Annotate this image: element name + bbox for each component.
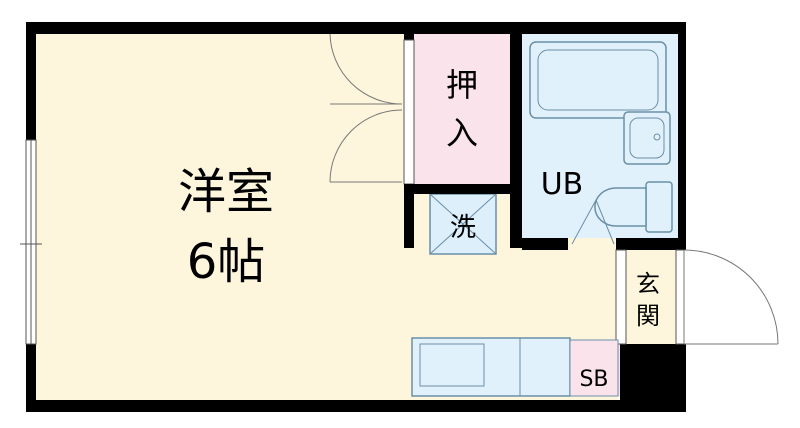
- wall-top: [26, 22, 686, 34]
- bath-door-opening: [568, 238, 616, 250]
- bathroom-label: UB: [541, 167, 584, 202]
- entrance-label-2: 関: [636, 302, 660, 330]
- washbasin-drain: [653, 133, 661, 141]
- washbasin: [623, 111, 671, 165]
- washbasin-bowl: [629, 117, 665, 159]
- entrance-right-jamb: [675, 249, 685, 345]
- entrance-floor: [618, 250, 682, 344]
- entrance-left-jamb: [615, 249, 627, 345]
- entrance-door-swing: [683, 249, 779, 345]
- closet-bottom-wall: [404, 184, 522, 194]
- closet-bath-wall: [510, 34, 522, 248]
- closet-door-swing: [329, 33, 403, 105]
- kitchen-sink: [419, 343, 485, 387]
- shoebox-label: SB: [579, 367, 608, 392]
- bath-door-leaf: [595, 199, 615, 245]
- closet-door-frame: [403, 39, 415, 185]
- washer-label: 洗: [450, 213, 476, 243]
- wall-right-lower: [620, 344, 686, 412]
- wall-bottom: [26, 400, 686, 412]
- closet-label-2: 入: [446, 114, 478, 152]
- western-room-size: 6帖: [187, 234, 266, 290]
- kitchen-counter: [411, 337, 571, 397]
- shoebox: [569, 339, 619, 397]
- closet-door-swing: [329, 109, 403, 183]
- washer-drain-line: [429, 193, 497, 255]
- western-room-name: 洋室: [178, 164, 274, 220]
- closet-floor: [414, 34, 510, 184]
- bath-door-leaf: [571, 199, 597, 245]
- closet-label-1: 押: [446, 66, 478, 104]
- bathtub: [529, 41, 667, 119]
- toilet-tank: [645, 181, 673, 233]
- wall-left-lower: [26, 344, 36, 412]
- bathtub-inner: [537, 49, 659, 111]
- entrance-label-1: 玄: [636, 270, 660, 298]
- wall-left-upper: [26, 22, 36, 140]
- wall-right-upper: [678, 22, 686, 250]
- washer-left-wall: [404, 184, 414, 248]
- toilet-bowl: [594, 187, 647, 227]
